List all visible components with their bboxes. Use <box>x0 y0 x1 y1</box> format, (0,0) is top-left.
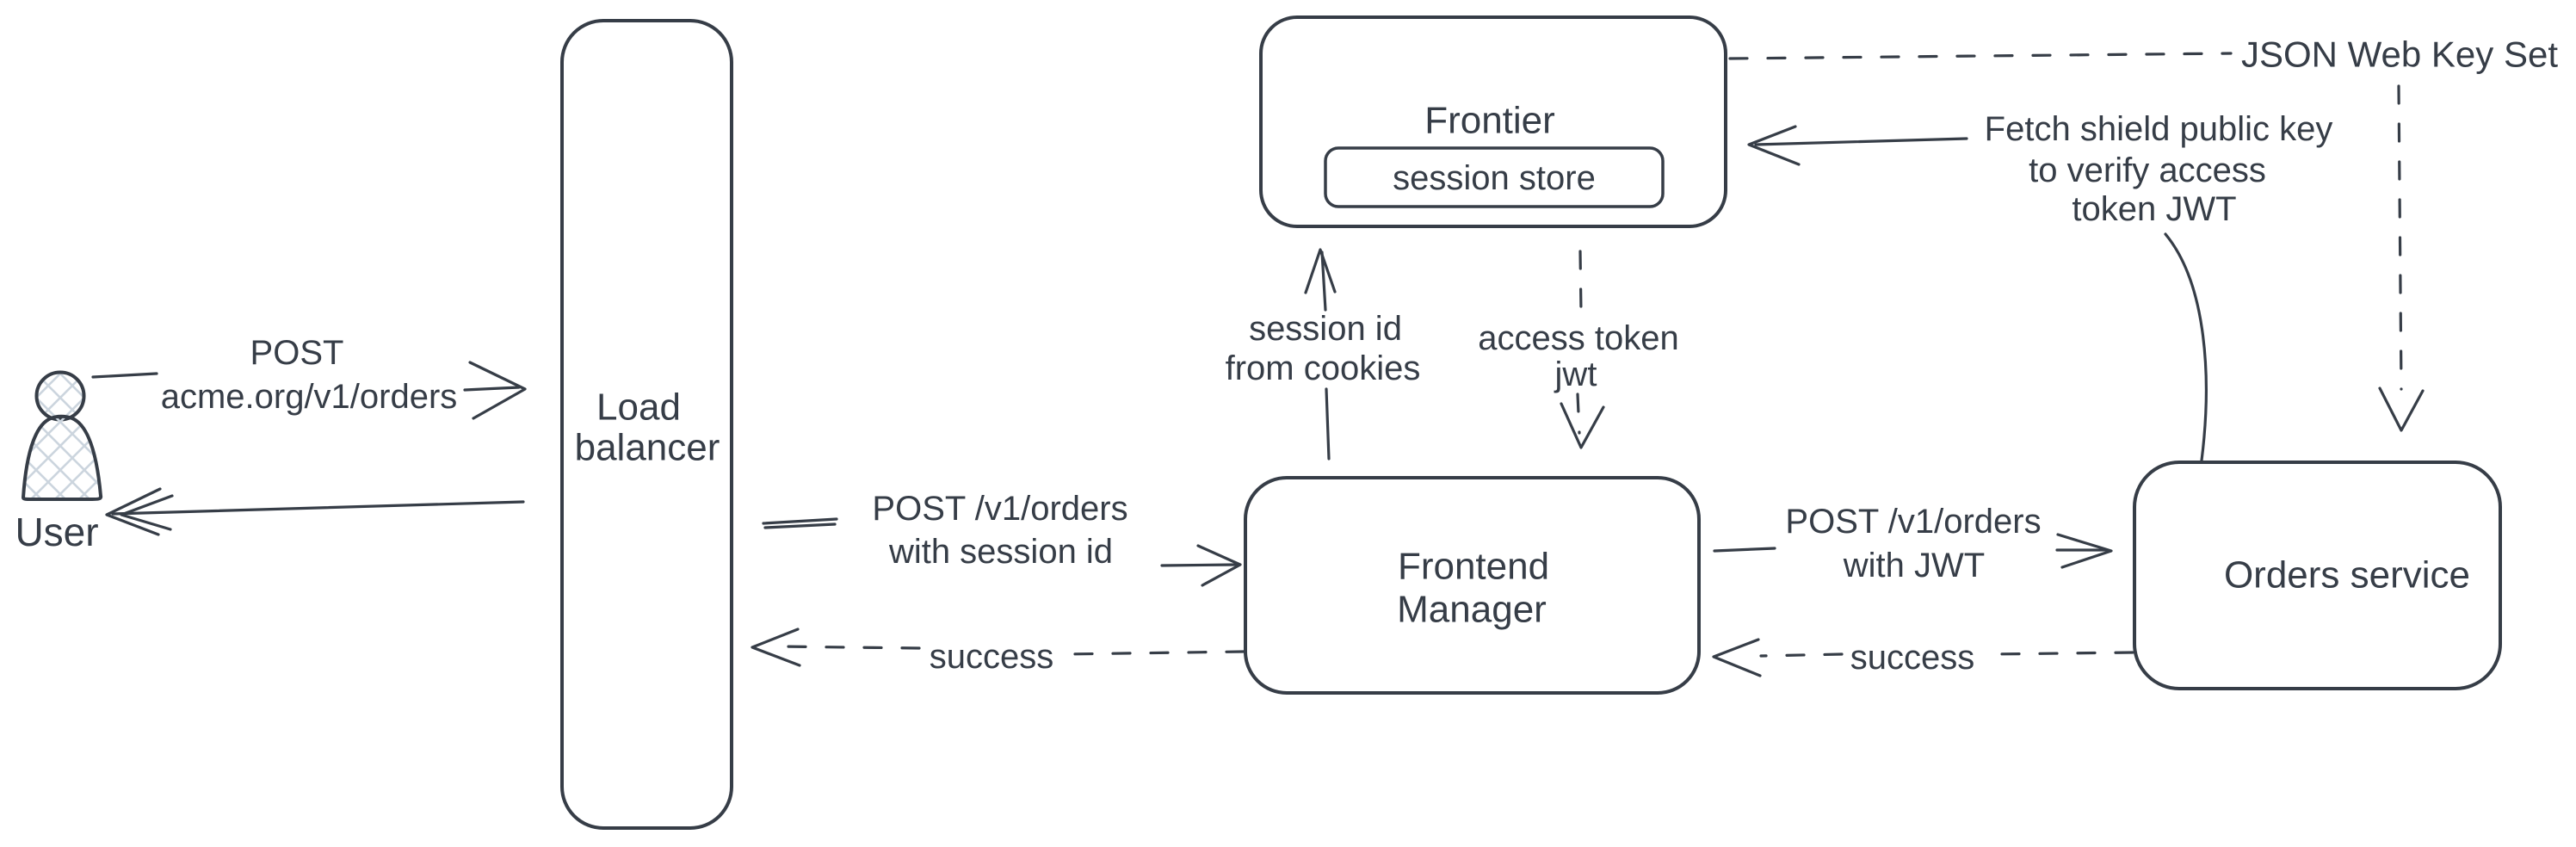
arrowhead-up-icon <box>1304 248 1337 294</box>
arrow-line <box>91 372 158 379</box>
edge-label-line1: Fetch shield public key <box>1985 110 2333 148</box>
session-store-box <box>1324 146 1665 208</box>
arrowhead-left-icon <box>751 628 801 667</box>
arrow-dashed-line <box>777 645 921 650</box>
arrowhead-right-icon <box>468 361 527 420</box>
edge-label-line1: POST /v1/orders <box>1785 503 2041 541</box>
arrow-line <box>1320 250 1327 312</box>
node-session-store: session store <box>1324 146 1665 208</box>
frontend-manager-label-line2: Manager <box>1397 589 1547 631</box>
node-load-balancer: Load balancer <box>560 19 733 830</box>
arrow-line <box>763 522 837 529</box>
arrow-dashed-line <box>1576 393 1581 435</box>
load-balancer-box <box>560 19 733 830</box>
arrow-frontend-manager-to-frontier-session-id: session id from cookies <box>1226 248 1421 461</box>
arrow-line <box>1160 563 1239 567</box>
orders-service-label: Orders service <box>2224 554 2470 597</box>
edge-label-line2: to verify access <box>2029 151 2266 189</box>
frontend-manager-label-line1: Frontend <box>1398 546 1549 588</box>
session-store-label: session store <box>1393 159 1596 197</box>
edge-label-line3: token JWT <box>2072 190 2236 228</box>
arrow-line <box>463 386 521 392</box>
edge-label: success <box>930 638 1054 676</box>
orders-service-box <box>2133 461 2502 690</box>
frontend-manager-box <box>1244 476 1701 695</box>
arrow-line <box>1754 137 1968 146</box>
arrow-frontend-manager-to-orders-service: POST /v1/orders with JWT <box>1713 503 2113 584</box>
arrow-dashed-line <box>1988 651 2134 656</box>
edge-label: success <box>1850 639 1975 677</box>
arrowhead-left-icon <box>1712 638 1762 677</box>
arrow-frontier-to-jwks: JSON Web Key Set <box>1728 34 2558 75</box>
arrow-user-to-load-balancer: POST acme.org/v1/orders <box>91 334 527 420</box>
node-frontend-manager: Frontend Manager <box>1244 476 1701 695</box>
arrow-line <box>111 500 525 516</box>
arrow-orders-service-to-frontier-fetch-key: Fetch shield public key to verify access… <box>1747 110 2333 462</box>
arrow-frontend-manager-to-load-balancer-success: success <box>751 628 1245 676</box>
arrow-session-store-to-frontend-manager-access-token: access token jwt <box>1478 250 1679 449</box>
edge-label-line2: with JWT <box>1843 547 1985 584</box>
edge-label-line2: acme.org/v1/orders <box>161 378 458 416</box>
arrowhead-left-icon <box>105 487 162 536</box>
arrow-line <box>1325 387 1331 461</box>
edge-label-line2: with session id <box>888 533 1113 571</box>
arrow-load-balancer-to-user <box>105 487 525 536</box>
user-label: User <box>15 510 98 554</box>
arrow-dashed-line <box>1063 650 1245 656</box>
arrowhead-down-icon <box>2378 386 2425 432</box>
node-orders-service: Orders service <box>2133 461 2502 690</box>
load-balancer-label-line1: Load <box>596 386 681 429</box>
arrow-load-balancer-to-frontend-manager: POST /v1/orders with session id <box>762 490 1242 587</box>
edge-label-line1: POST /v1/orders <box>872 490 1127 528</box>
arrow-dashed-line <box>1578 250 1583 313</box>
arrow-line <box>762 517 838 525</box>
edge-label-line1: session id <box>1249 310 1402 348</box>
arrow-dashed-line <box>1728 52 2233 60</box>
arrowhead-right-icon <box>1196 544 1242 587</box>
frontier-label: Frontier <box>1424 100 1555 142</box>
arrow-jwks-to-orders-service <box>2378 84 2425 432</box>
arrowhead-right-icon <box>2056 533 2113 569</box>
jwks-label: JSON Web Key Set <box>2241 34 2558 75</box>
arrow-dashed-line <box>1759 652 1844 658</box>
person-icon <box>21 370 103 501</box>
arrowhead-down-icon <box>1560 402 1605 449</box>
edge-label-line1: access token <box>1478 319 1678 357</box>
load-balancer-label-line2: balancer <box>575 427 720 469</box>
person-head <box>34 370 86 422</box>
edge-label-line2: from cookies <box>1226 349 1421 387</box>
edge-label-line1: POST <box>250 334 344 372</box>
arrow-curve <box>2164 232 2208 462</box>
arrow-dashed-line <box>2397 84 2403 391</box>
arrowhead-left-icon <box>120 494 174 531</box>
arrowhead-left-icon <box>1747 125 1801 166</box>
arrow-orders-service-to-frontend-manager-success: success <box>1712 638 2134 677</box>
node-user: User <box>15 370 103 554</box>
person-body <box>21 414 103 501</box>
node-frontier: Frontier session store <box>1259 15 1727 228</box>
arrow-line <box>1713 547 1776 553</box>
edge-label-line2: jwt <box>1554 355 1597 393</box>
